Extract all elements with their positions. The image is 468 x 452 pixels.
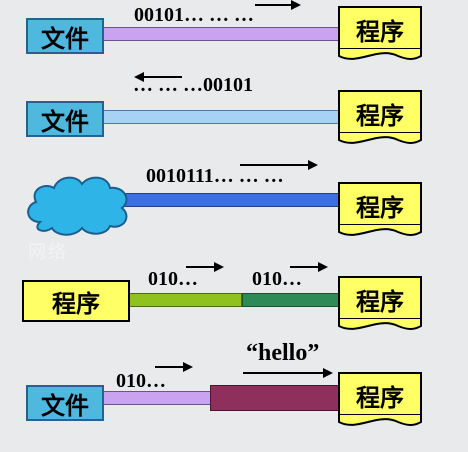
row3-program-box: 程序 [338,182,422,226]
row3-program-label: 程序 [356,193,404,222]
row2-arrow-left-icon [134,72,182,82]
row4-pipe-left [128,293,242,307]
row1-stream-text: 00101… … … [134,4,254,26]
row5-arrow-message-icon [243,368,333,378]
row3-stream-text: 0010111… … … [146,165,284,187]
row1-file-label: 文件 [41,24,89,53]
row2-file-label: 文件 [41,107,89,136]
watermark-text: 网络 [28,242,68,263]
row5-message-text: “hello” [246,340,320,366]
row4-arrow-right-b-icon [290,262,328,272]
row2-file-box: 文件 [26,101,104,137]
row5-stream-text: 010… [116,370,166,392]
row5-program-box: 程序 [338,372,422,416]
row1-program-box: 程序 [338,6,422,50]
network-cloud-icon [27,176,128,236]
row3-pipe [118,193,343,207]
row2-program-label: 程序 [356,101,404,130]
row1-arrow-right-icon [255,0,301,10]
row3-arrow-right-icon [240,160,318,170]
row4-program-label: 程序 [356,287,404,316]
row4-source-program-box: 程序 [22,280,130,322]
row1-pipe [103,27,343,41]
row2-stream-text: … … …00101 [133,74,253,96]
row1-file-box: 文件 [26,18,104,54]
row4-stream-text-b: 010… [252,268,302,290]
row2-program-doc-edge [338,132,422,144]
row3-program-doc-edge [338,224,422,236]
row2-pipe [103,110,343,124]
row5-pipe-right [210,385,343,411]
row4-pipe-right [242,293,343,307]
row4-program-doc-edge [338,318,422,330]
row5-program-doc-edge [338,414,422,426]
row1-program-label: 程序 [356,17,404,46]
row5-file-label: 文件 [41,391,89,420]
row5-file-box: 文件 [26,385,104,421]
row4-program-box: 程序 [338,276,422,320]
row4-source-program-label: 程序 [52,289,100,318]
row2-program-box: 程序 [338,90,422,134]
row1-program-doc-edge [338,48,422,60]
row5-pipe-left [103,391,211,405]
row4-arrow-right-a-icon [186,262,224,272]
row5-arrow-small-icon [155,362,193,372]
row5-program-label: 程序 [356,383,404,412]
row4-stream-text-a: 010… [148,268,198,290]
